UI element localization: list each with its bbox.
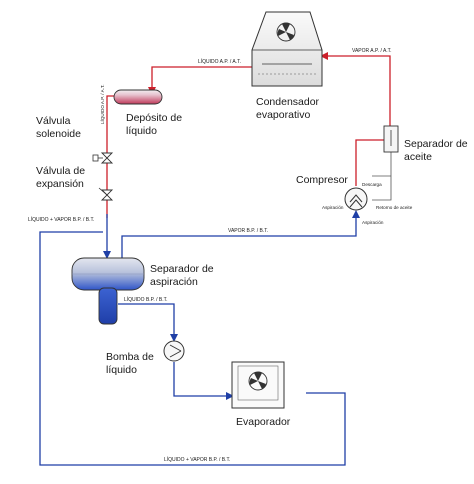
liquid-lp-arrow: [170, 334, 178, 342]
suction-separator: [71, 257, 145, 325]
vapor-lp-arrow: [352, 210, 360, 218]
oil-return-line: [372, 152, 392, 201]
vapor-hp-pipe: [322, 55, 391, 126]
expansion-valve: [98, 187, 114, 201]
vapor-hp-arrow: [320, 52, 328, 60]
compressor: [344, 187, 368, 211]
solenoid-valve-label-2: solenoide: [36, 128, 81, 140]
condenser-label-2: evaporativo: [256, 109, 310, 121]
mix-lp-left-label: LÍQUIDO + VAPOR B.P. / B.T.: [28, 216, 94, 223]
oil-separator-label-1: Separador de: [404, 138, 468, 150]
evaporator-inlet-arrow: [226, 392, 234, 400]
liquid-hp-pipe: [106, 95, 114, 218]
discharge-pipe: [355, 139, 384, 186]
discharge-label: Descarga: [362, 182, 382, 187]
oil-return-label: Retorno de aceite: [376, 205, 413, 210]
liquid-hp-top-pipe: [151, 66, 258, 92]
mix-lp-left-pipe: [39, 231, 346, 466]
receiver-label-2: líquido: [126, 125, 157, 137]
suction-separator-label-1: Separador de: [150, 263, 214, 275]
evaporative-condenser: [251, 11, 323, 87]
solenoid-valve-label-1: Válvula: [36, 115, 71, 127]
suction-separator-label-2: aspiración: [150, 276, 198, 288]
vapor-lp-pipe: [121, 212, 357, 258]
condenser-label-1: Condensador: [256, 96, 320, 108]
liquid-lp-pipe: [118, 303, 175, 340]
vapor-hp-label: VAPOR A.P. / A.T.: [352, 48, 392, 54]
liquid-lp-label: LÍQUIDO B.P. / B.T.: [124, 296, 168, 303]
receiver-label-1: Depósito de: [126, 112, 182, 124]
liquid-hp-top-label: LÍQUIDO A.P. / A.T.: [198, 58, 241, 65]
evaporator-label: Evaporador: [236, 416, 291, 428]
liquid-pump: [163, 340, 185, 362]
pump-label-2: líquido: [106, 364, 137, 376]
expansion-valve-label-2: expansión: [36, 178, 84, 190]
suction-bottom-label: Aspiración: [362, 220, 384, 225]
low-pressure-lines: [39, 212, 357, 466]
mix-lp-bottom-label: LÍQUIDO + VAPOR B.P. / B.T.: [164, 456, 230, 463]
pump-outlet-pipe: [173, 362, 232, 397]
solenoid-valve: [92, 152, 114, 164]
vapor-lp-label: VAPOR B.P. / B.T.: [228, 228, 268, 234]
compressor-label: Compresor: [296, 174, 348, 186]
liquid-hp-vertical-label: LÍQUIDO A.P. / A.T.: [99, 85, 105, 125]
high-pressure-lines: [106, 55, 391, 218]
suction-left-label: Aspiración: [322, 205, 344, 210]
sep-inlet-arrow: [103, 251, 111, 259]
evaporator: [231, 361, 285, 409]
oil-separator-label-2: aceite: [404, 151, 432, 163]
pump-label-1: Bomba de: [106, 351, 154, 363]
expansion-valve-label-1: Válvula de: [36, 165, 85, 177]
liquid-receiver: [113, 89, 163, 105]
oil-separator: [383, 125, 399, 153]
